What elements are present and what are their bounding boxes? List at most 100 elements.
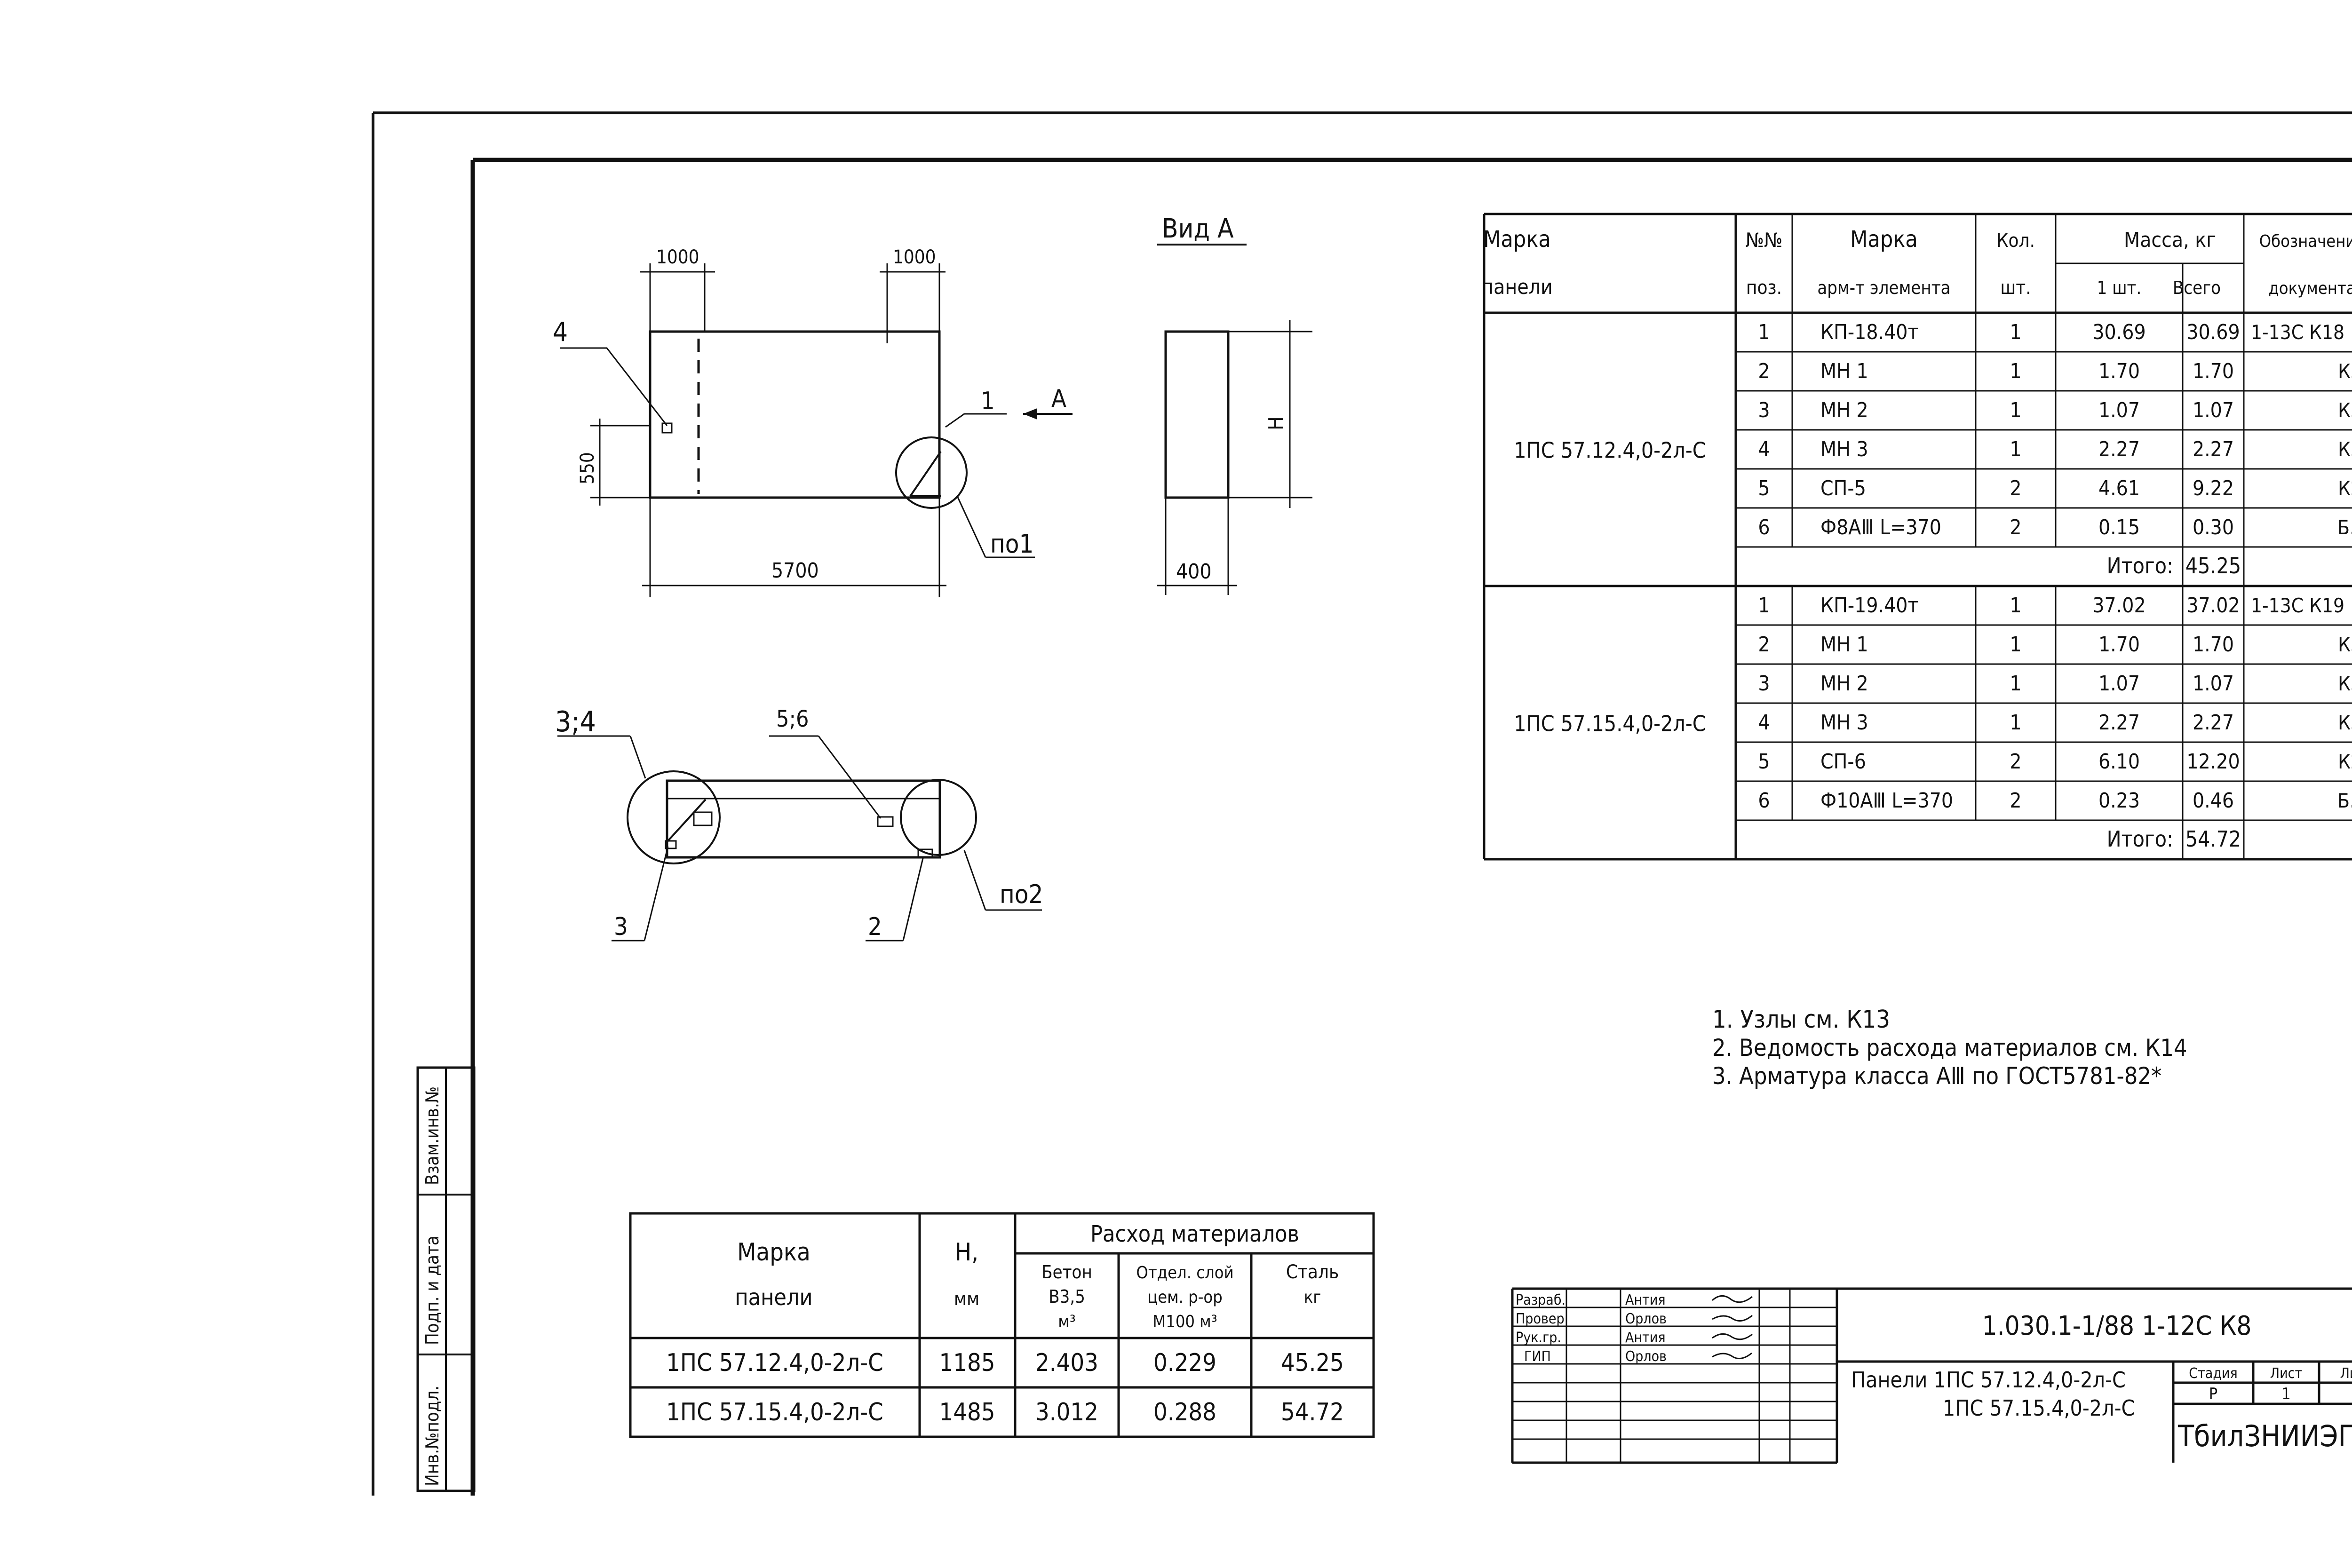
title-block (1511, 1287, 2352, 1464)
spec-cell-mass-one: 37.02 (2092, 594, 2145, 618)
spec-h-mark-2: панели (1481, 275, 1552, 299)
spec-cell-doc: 1-13С К19 (2251, 594, 2344, 617)
spec-cell-mark: МН 2 (1820, 398, 1868, 422)
spec-cell-pos: 6 (1758, 515, 1770, 539)
mat-row-1-mortar: 0.229 (1153, 1349, 1216, 1377)
mat-row-2-h: 1485 (939, 1398, 995, 1426)
mat-row-1-concrete: 2.403 (1035, 1349, 1098, 1377)
spec-total-label: Итого: (2107, 826, 2173, 852)
spec-cell-qty: 1 (2010, 359, 2021, 383)
spec-cell-mass-one: 6.10 (2098, 750, 2140, 774)
spec-cell-doc: 1-13С К18 (2251, 321, 2344, 344)
spec-cell-qty: 2 (2010, 789, 2021, 813)
spec-panel-mark: 1ПС 57.15.4,0-2л-С (1514, 711, 1706, 736)
spec-cell-mass-all: 0.46 (2193, 789, 2234, 813)
spec-cell-mass-one: 1.70 (2098, 359, 2140, 383)
spec-h-mass-one: 1 шт. (2097, 277, 2142, 298)
spec-cell-doc: К30 (2338, 633, 2352, 656)
spec-cell-mass-all: 0.30 (2193, 515, 2234, 539)
dim-5700: 5700 (771, 559, 819, 583)
spec-cell-mass-one: 30.69 (2092, 320, 2145, 344)
callout-5-6: 5;6 (776, 706, 809, 732)
spec-h-pos-2: поз. (1746, 277, 1782, 299)
spec-cell-mass-one: 4.61 (2098, 476, 2140, 500)
dim-1000-left: 1000 (656, 246, 699, 268)
spec-cell-mass-one: 1.70 (2098, 633, 2140, 657)
spec-cell-qty: 1 (2010, 711, 2021, 735)
spec-cell-pos: 6 (1758, 789, 1770, 813)
stamp-replace-inv: Взам.инв.№ (422, 1086, 443, 1185)
mat-h-mortar-2: цем. р-ор (1147, 1288, 1223, 1307)
spec-cell-mass-all: 1.70 (2193, 359, 2234, 383)
spec-h-qty-1: Кол. (1996, 230, 2035, 252)
mat-h-mark-1: Марка (737, 1238, 810, 1267)
tb-role-1: Разраб. (1516, 1292, 1565, 1308)
spec-cell-qty: 1 (2010, 398, 2021, 422)
spec-cell-mark: КП-18.40т (1820, 320, 1919, 344)
tb-role-3: Рук.гр. (1516, 1330, 1561, 1346)
tb-code: 1.030.1-1/88 1-12С К8 (1982, 1311, 2252, 1341)
spec-cell-mass-all: 2.27 (2193, 437, 2234, 461)
note-3: 3. Арматура класса АⅢ по ГОСТ5781-82* (1712, 1062, 2161, 1090)
stamp-inv-orig: Инв.№подл. (422, 1386, 443, 1486)
tb-name-4: Орлов (1625, 1348, 1667, 1365)
mat-h-steel-1: Сталь (1286, 1261, 1339, 1283)
spec-cell-doc: К30 (2338, 399, 2352, 422)
mat-row-1-mark: 1ПС 57.12.4,0-2л-С (666, 1349, 883, 1377)
materials-table (629, 1212, 1375, 1438)
spec-panel-mark: 1ПС 57.12.4,0-2л-С (1514, 438, 1706, 463)
view-a-title: Вид А (1162, 214, 1234, 244)
tb-role-2: Провер. (1516, 1311, 1568, 1327)
spec-cell-pos: 5 (1758, 750, 1770, 774)
mat-h-mortar-1: Отдел. слой (1136, 1263, 1233, 1283)
spec-cell-pos: 2 (1758, 633, 1770, 657)
spec-cell-mark: МН 1 (1820, 633, 1868, 657)
spec-total-value: 45.25 (2185, 553, 2241, 578)
spec-h-doc-2: документа (2268, 279, 2352, 298)
tb-stage-h: Стадия (2189, 1365, 2238, 1382)
spec-cell-mass-all: 2.27 (2193, 711, 2234, 735)
spec-cell-mass-one: 2.27 (2098, 711, 2140, 735)
spec-table: Марка панели №№ поз. Марка арм-т элемент… (1481, 213, 2352, 861)
tb-role-4: ГИП (1524, 1348, 1551, 1365)
spec-cell-pos: 4 (1758, 711, 1770, 735)
callout-1: 1 (981, 387, 995, 415)
spec-cell-doc: Б.Ч. (2337, 789, 2352, 812)
spec-h-mark-1: Марка (1483, 226, 1551, 253)
dim-1000-right: 1000 (893, 246, 936, 268)
tb-name-line-2: 1ПС 57.15.4,0-2л-С (1943, 1395, 2135, 1421)
spec-cell-pos: 3 (1758, 398, 1770, 422)
tb-name-2: Орлов (1625, 1311, 1667, 1327)
spec-cell-mark: СП-5 (1820, 476, 1866, 500)
mat-row-2-mortar: 0.288 (1153, 1398, 1216, 1426)
spec-cell-qty: 2 (2010, 750, 2021, 774)
spec-cell-pos: 5 (1758, 476, 1770, 500)
spec-h-mass: Масса, кг (2124, 228, 2216, 252)
tb-stage: Р (2209, 1385, 2217, 1403)
dim-550: 550 (577, 452, 598, 484)
spec-h-pos-1: №№ (1746, 229, 1783, 252)
spec-cell-qty: 2 (2010, 515, 2021, 539)
mat-h-group: Расход материалов (1090, 1221, 1299, 1247)
mat-h-concrete-3: м³ (1058, 1312, 1075, 1331)
tb-sheet-h: Лист (2270, 1365, 2302, 1382)
mat-h-concrete-2: В3,5 (1049, 1286, 1085, 1307)
spec-total-value: 54.72 (2185, 826, 2241, 852)
spec-cell-qty: 1 (2010, 437, 2021, 461)
tb-name-3: Антия (1625, 1330, 1666, 1346)
mat-row-1-steel: 45.25 (1281, 1349, 1344, 1377)
stamp-sign-date: Подп. и дата (422, 1235, 443, 1345)
spec-cell-doc: К29 (2338, 477, 2352, 500)
mat-h-mark-2: панели (735, 1284, 812, 1311)
spec-total-label: Итого: (2107, 553, 2173, 578)
side-stamp: Взам.инв.№ Подп. и дата Инв.№подл. (416, 1066, 476, 1492)
mat-row-1-h: 1185 (939, 1349, 995, 1377)
tb-sheets-h: Листов (2340, 1365, 2352, 1382)
spec-cell-mass-one: 0.15 (2098, 515, 2140, 539)
mat-row-2-concrete: 3.012 (1035, 1398, 1098, 1426)
spec-cell-mass-one: 1.07 (2098, 398, 2140, 422)
spec-cell-qty: 1 (2010, 594, 2021, 618)
arrow-a-label: А (1051, 385, 1066, 413)
spec-cell-qty: 1 (2010, 320, 2021, 344)
